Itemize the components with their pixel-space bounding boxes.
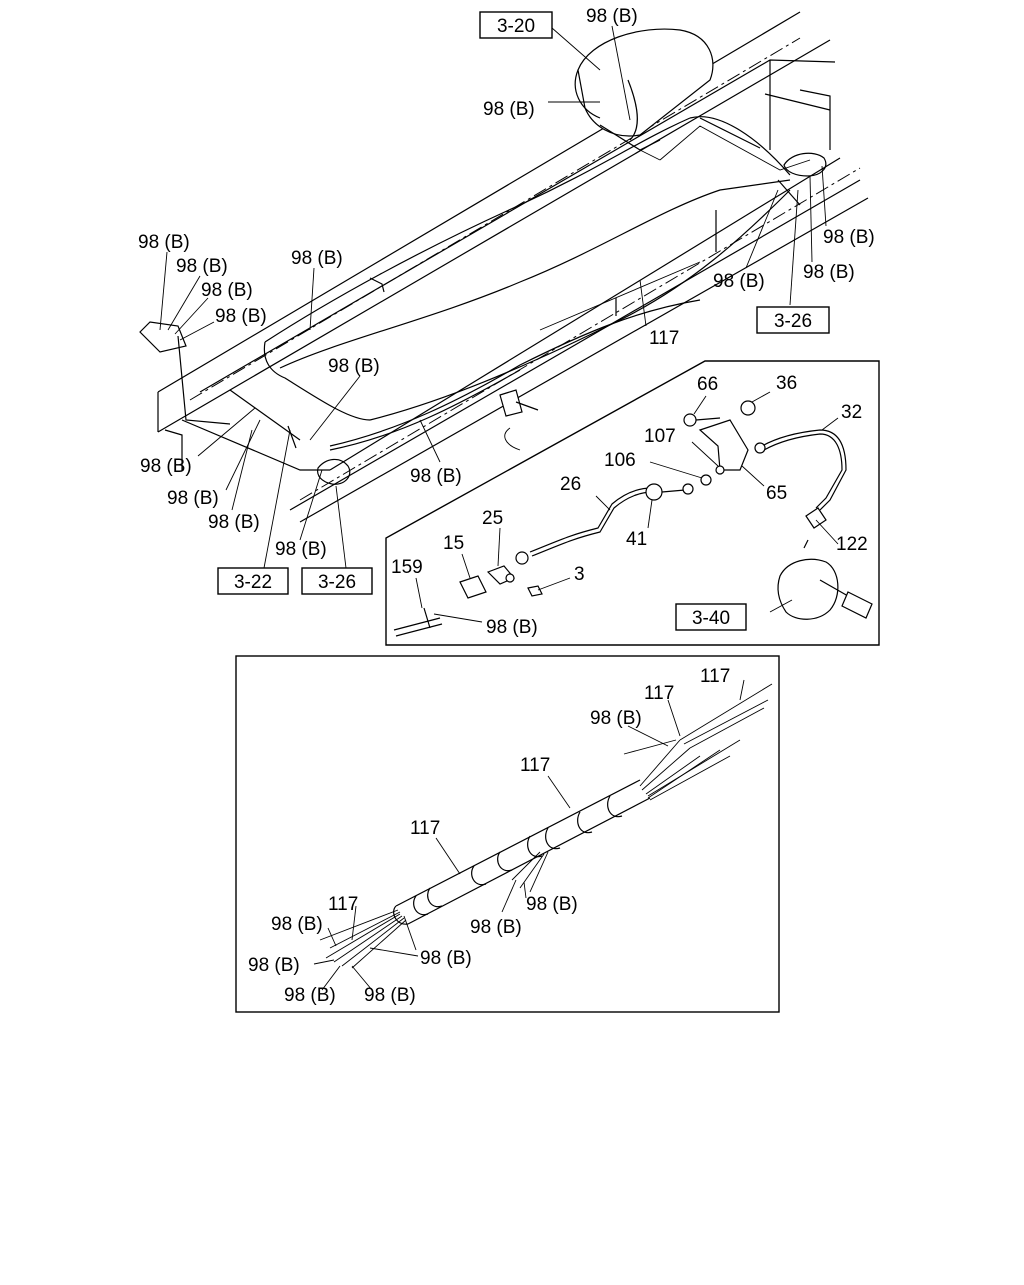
label-98b: 98 (B) [526, 894, 578, 915]
label-98b: 98 (B) [420, 948, 472, 969]
main-labels: 98 (B) 98 (B) 98 (B) 98 (B) 98 (B) 98 (B… [138, 6, 875, 560]
label-98b: 98 (B) [284, 985, 336, 1006]
harness-inset [235, 655, 780, 1013]
label-26: 26 [560, 474, 581, 495]
label-3: 3 [574, 564, 585, 585]
label-117: 117 [644, 683, 674, 704]
ref-label-3-20: 3-20 [497, 16, 535, 37]
ref-box-3-26-bottom[interactable]: 3-26 [301, 567, 373, 595]
label-98b: 98 (B) [803, 262, 855, 283]
label-117: 117 [700, 666, 730, 687]
label-98b: 98 (B) [275, 539, 327, 560]
label-41: 41 [626, 529, 647, 550]
label-98b: 98 (B) [713, 271, 765, 292]
label-98b: 98 (B) [176, 256, 228, 277]
label-98b: 98 (B) [328, 356, 380, 377]
label-117: 117 [649, 328, 679, 349]
ref-box-3-20[interactable]: 3-20 [479, 11, 553, 39]
label-159: 159 [391, 557, 423, 578]
detail-labels: 66 36 32 107 106 65 26 25 41 15 159 3 12… [391, 373, 868, 638]
label-98b: 98 (B) [215, 306, 267, 327]
label-117: 117 [520, 755, 550, 776]
label-98b: 98 (B) [201, 280, 253, 301]
label-98b: 98 (B) [271, 914, 323, 935]
label-36: 36 [776, 373, 797, 394]
label-98b: 98 (B) [248, 955, 300, 976]
label-65: 65 [766, 483, 787, 504]
label-98b: 98 (B) [167, 488, 219, 509]
label-98b: 98 (B) [470, 917, 522, 938]
muffler-shape [574, 28, 714, 151]
label-106: 106 [604, 450, 636, 471]
main-leader-lines [159, 25, 827, 569]
label-98b: 98 (B) [486, 617, 538, 638]
detail-inset [385, 360, 880, 646]
label-98b: 98 (B) [590, 708, 642, 729]
label-98b: 98 (B) [291, 248, 343, 269]
ref-box-3-40[interactable]: 3-40 [675, 603, 747, 631]
ref-box-3-22[interactable]: 3-22 [217, 567, 289, 595]
label-25: 25 [482, 508, 503, 529]
label-98b: 98 (B) [208, 512, 260, 533]
label-66: 66 [697, 374, 718, 395]
label-107: 107 [644, 426, 676, 447]
ref-label-3-22: 3-22 [234, 572, 272, 593]
harness-labels: 117 117 98 (B) 117 117 98 (B) 98 (B) 117… [248, 666, 730, 1006]
ref-label-3-26-bottom: 3-26 [318, 572, 356, 593]
label-98b: 98 (B) [483, 99, 535, 120]
label-15: 15 [443, 533, 464, 554]
ref-label-3-26-top: 3-26 [774, 311, 812, 332]
label-98b: 98 (B) [364, 985, 416, 1006]
label-117: 117 [328, 894, 358, 915]
label-98b: 98 (B) [586, 6, 638, 27]
label-98b: 98 (B) [410, 466, 462, 487]
label-117: 117 [410, 818, 440, 839]
label-98b: 98 (B) [823, 227, 875, 248]
label-98b: 98 (B) [140, 456, 192, 477]
label-98b: 98 (B) [138, 232, 190, 253]
label-32: 32 [841, 402, 862, 423]
ref-label-3-40: 3-40 [692, 608, 730, 629]
label-122: 122 [836, 534, 868, 555]
ref-box-3-26-top[interactable]: 3-26 [756, 306, 830, 334]
